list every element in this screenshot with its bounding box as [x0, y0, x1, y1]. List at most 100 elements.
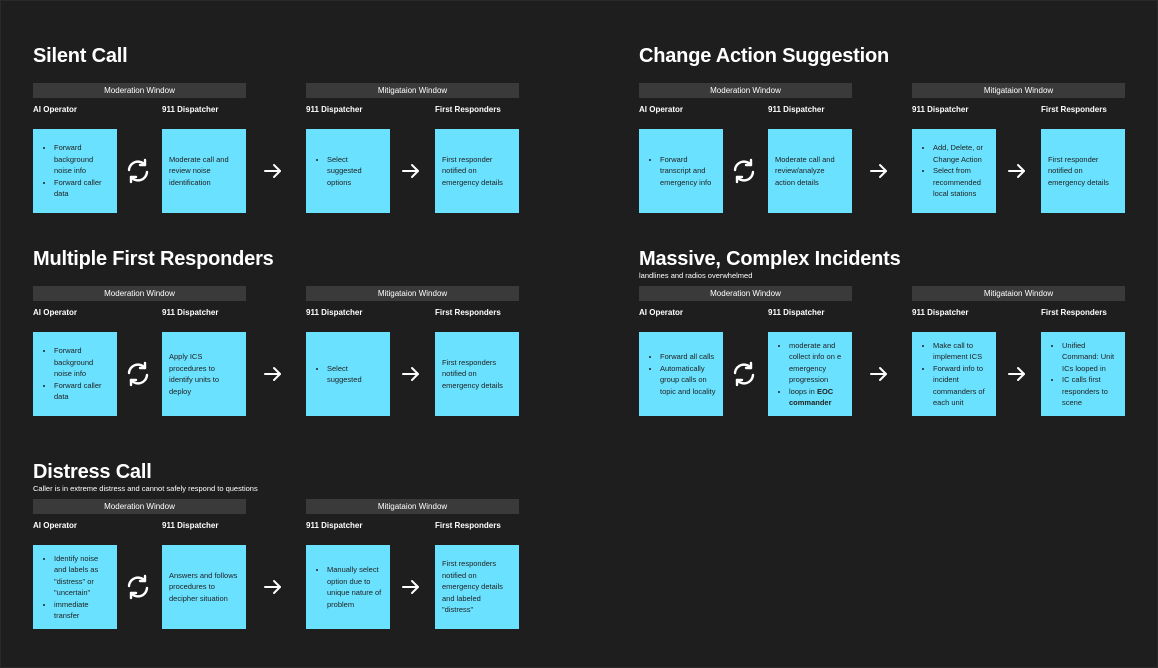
role-label: AI Operator [33, 521, 78, 530]
step-box: Select suggested options [306, 129, 390, 213]
step-list: Add, Delete, or Change ActionSelect from… [919, 142, 989, 200]
role-label: 911 Dispatcher [768, 105, 825, 114]
role-label: 911 Dispatcher [306, 308, 363, 317]
right-arrow-icon [263, 579, 283, 595]
step-list-item: Forward all calls [660, 351, 716, 363]
cycle-icon [730, 157, 758, 185]
step-box: First responder notified on emergency de… [1041, 129, 1125, 213]
right-arrow-icon [1007, 163, 1027, 179]
step-box: Add, Delete, or Change ActionSelect from… [912, 129, 996, 213]
role-label: 911 Dispatcher [768, 308, 825, 317]
moderation-window-bar: Moderation Window [33, 83, 246, 98]
step-list: Manually select option due to unique nat… [313, 564, 383, 610]
step-list-item: Unified Command: Unit ICs looped in [1062, 340, 1118, 375]
step-box: Apply ICS procedures to identify units t… [162, 332, 246, 416]
step-box: First responders notified on emergency d… [435, 332, 519, 416]
role-label: 911 Dispatcher [306, 105, 363, 114]
step-box: Forward all callsAutomatically group cal… [639, 332, 723, 416]
step-text: Answers and follows procedures to deciph… [169, 570, 238, 603]
role-label: 911 Dispatcher [306, 521, 363, 530]
step-box: First responder notified on emergency de… [435, 129, 519, 213]
step-list-item: Select from recommended local stations [933, 165, 989, 200]
right-arrow-icon [1007, 366, 1027, 382]
section-subtitle: Caller is in extreme distress and cannot… [33, 484, 258, 493]
right-arrow-icon [263, 366, 283, 382]
right-arrow-icon [869, 163, 889, 179]
section-subtitle: landlines and radios overwhelmed [639, 271, 753, 280]
step-list-item: Forward info to incident commanders of e… [933, 363, 989, 409]
section-title: Change Action Suggestion [639, 45, 890, 67]
role-label: AI Operator [33, 308, 78, 317]
mitigation-window-bar: Mitigataion Window [306, 286, 519, 301]
section-title: Silent Call [33, 45, 128, 67]
step-list-item: Identify noise and labels as "distress" … [54, 553, 110, 599]
right-arrow-icon [401, 366, 421, 382]
step-box: Manually select option due to unique nat… [306, 545, 390, 629]
right-arrow-icon [401, 163, 421, 179]
step-box: Forward background noise infoForward cal… [33, 129, 117, 213]
step-box: Answers and follows procedures to deciph… [162, 545, 246, 629]
step-box: Unified Command: Unit ICs looped inIC ca… [1041, 332, 1125, 416]
step-list-item: immediate transfer [54, 599, 110, 622]
step-list: Unified Command: Unit ICs looped inIC ca… [1048, 340, 1118, 409]
role-label: AI Operator [639, 308, 684, 317]
step-text: First responders notified on emergency d… [442, 559, 503, 615]
moderation-window-bar: Moderation Window [639, 83, 852, 98]
step-text: Moderate call and review noise identific… [169, 154, 229, 187]
cycle-icon [730, 360, 758, 388]
moderation-window-bar: Moderation Window [33, 286, 246, 301]
step-list-item: loops in EOC commander [789, 386, 845, 409]
step-list-item: Make call to implement ICS [933, 340, 989, 363]
step-list-item: Forward background noise info [54, 142, 110, 177]
step-box: Forward background noise infoForward cal… [33, 332, 117, 416]
role-label: 911 Dispatcher [912, 105, 969, 114]
step-list-item: Select suggested [327, 363, 383, 386]
step-list-item: Select suggested options [327, 154, 383, 189]
role-label: First Responders [435, 105, 501, 114]
mitigation-window-bar: Mitigataion Window [912, 83, 1125, 98]
role-label: 911 Dispatcher [912, 308, 969, 317]
mitigation-window-bar: Mitigataion Window [306, 499, 519, 514]
role-label: First Responders [1041, 308, 1107, 317]
step-text: First responders notified on emergency d… [442, 357, 503, 390]
step-box: Moderate call and review/analyze action … [768, 129, 852, 213]
step-list: moderate and collect info on e emergency… [775, 340, 845, 409]
step-box: Identify noise and labels as "distress" … [33, 545, 117, 629]
step-list-item: Manually select option due to unique nat… [327, 564, 383, 610]
step-list: Make call to implement ICSForward info t… [919, 340, 989, 409]
cycle-icon [124, 157, 152, 185]
role-label: AI Operator [639, 105, 684, 114]
step-box: Select suggested [306, 332, 390, 416]
role-label: First Responders [1041, 105, 1107, 114]
step-box: Moderate call and review noise identific… [162, 129, 246, 213]
moderation-window-bar: Moderation Window [33, 499, 246, 514]
step-text: First responder notified on emergency de… [1048, 154, 1109, 187]
step-text: Moderate call and review/analyze action … [775, 154, 835, 187]
section-title: Multiple First Responders [33, 248, 274, 270]
step-box: First responders notified on emergency d… [435, 545, 519, 629]
step-box: moderate and collect info on e emergency… [768, 332, 852, 416]
step-list-item: Automatically group calls on topic and l… [660, 363, 716, 398]
step-list-item: Add, Delete, or Change Action [933, 142, 989, 165]
step-list: Select suggested [313, 363, 383, 386]
moderation-window-bar: Moderation Window [639, 286, 852, 301]
role-label: First Responders [435, 308, 501, 317]
step-list: Identify noise and labels as "distress" … [40, 553, 110, 622]
step-list-item: Forward transcript and emergency info [660, 154, 716, 189]
mitigation-window-bar: Mitigataion Window [306, 83, 519, 98]
section-title: Distress Call [33, 461, 152, 483]
right-arrow-icon [401, 579, 421, 595]
step-list: Forward all callsAutomatically group cal… [646, 351, 716, 397]
step-box: Forward transcript and emergency info [639, 129, 723, 213]
role-label: 911 Dispatcher [162, 308, 219, 317]
role-label: AI Operator [33, 105, 78, 114]
right-arrow-icon [263, 163, 283, 179]
step-box: Make call to implement ICSForward info t… [912, 332, 996, 416]
step-list-item: Forward caller data [54, 380, 110, 403]
step-list-item: IC calls first responders to scene [1062, 374, 1118, 409]
role-label: 911 Dispatcher [162, 105, 219, 114]
step-list: Select suggested options [313, 154, 383, 189]
step-list: Forward background noise infoForward cal… [40, 142, 110, 200]
step-text: First responder notified on emergency de… [442, 154, 503, 187]
right-arrow-icon [869, 366, 889, 382]
